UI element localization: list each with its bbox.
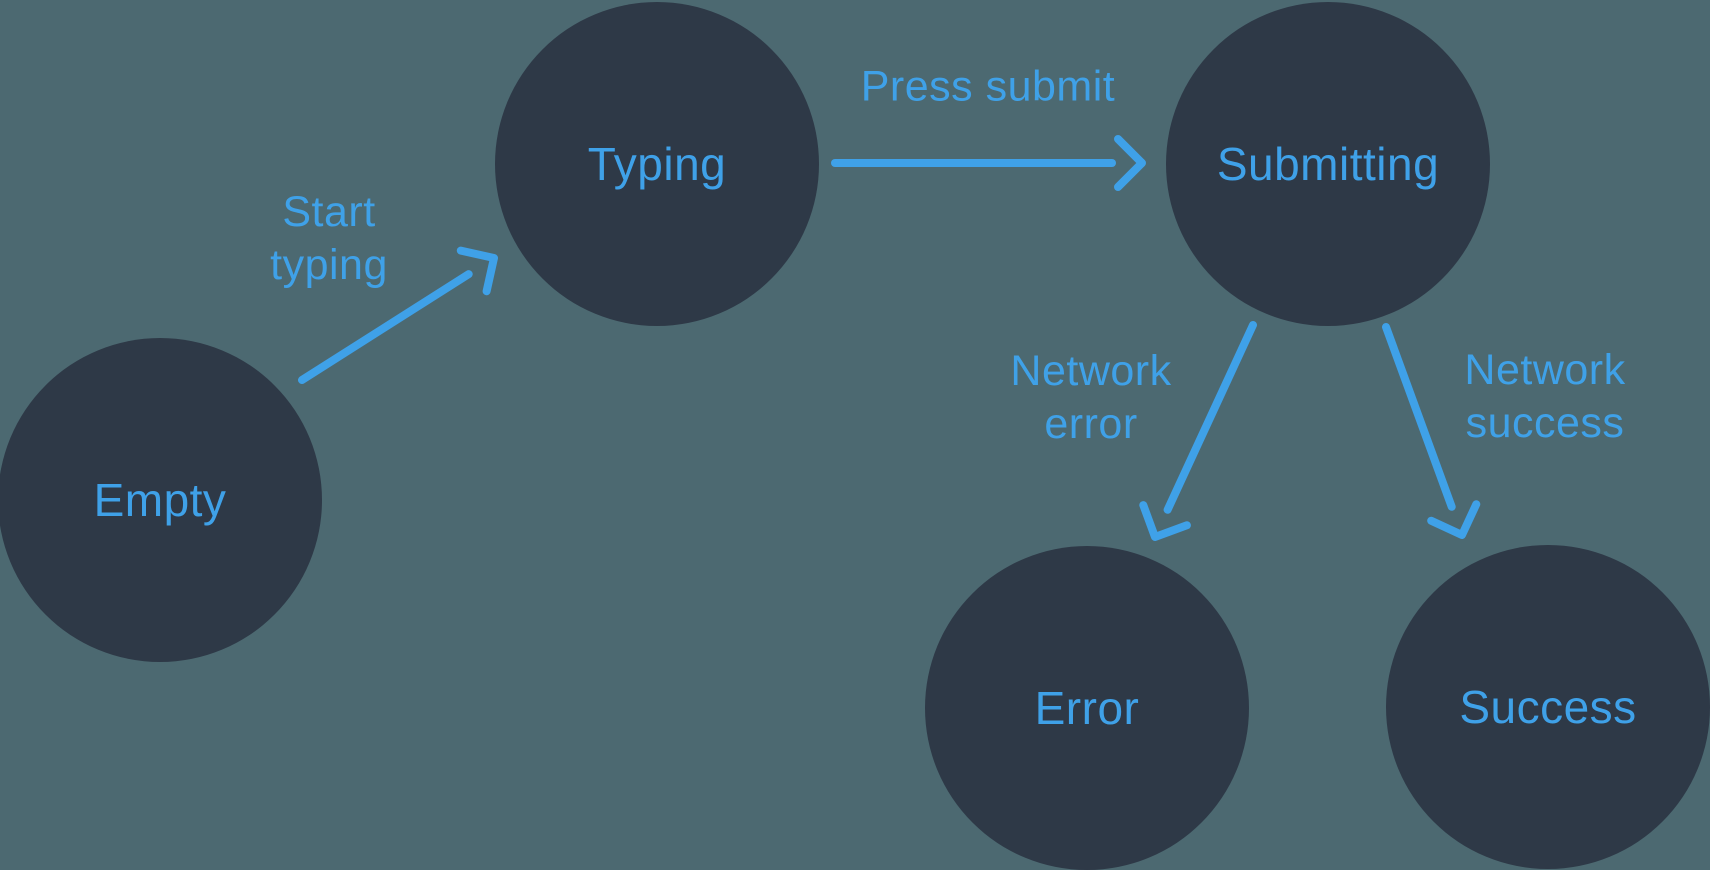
- arrowhead-icon: [1427, 500, 1481, 539]
- edge-label-line: typing: [270, 241, 388, 289]
- arrow-shaft: [1163, 321, 1257, 514]
- state-node-empty: Empty: [0, 338, 322, 662]
- arrow-shaft: [1382, 323, 1456, 511]
- state-node-submitting: Submitting: [1166, 2, 1490, 326]
- arrow-shaft: [298, 270, 473, 384]
- edge-label-line: success: [1465, 399, 1625, 447]
- state-node-label: Submitting: [1216, 138, 1440, 190]
- edge-label-line: error: [1044, 400, 1138, 448]
- edge-label-press-submit: Press submit: [861, 61, 1116, 114]
- state-node-label: Empty: [93, 474, 227, 526]
- arrow-start-typing: [298, 246, 498, 384]
- state-node-label: Success: [1459, 681, 1637, 733]
- edge-label-network-success: Network success: [1464, 344, 1625, 450]
- arrow-network-error: [1139, 321, 1257, 541]
- arrowhead-icon: [1114, 135, 1146, 191]
- arrow-press-submit: [831, 135, 1146, 191]
- state-node-typing: Typing: [495, 2, 819, 326]
- edge-label-line: Press submit: [860, 62, 1116, 111]
- edge-label-network-error: Network error: [1010, 345, 1171, 451]
- edge-label-line: Network: [1010, 347, 1172, 395]
- edge-label-start-typing: Start typing: [270, 186, 388, 292]
- edge-label-line: Network: [1464, 346, 1626, 394]
- arrowhead-icon: [456, 246, 498, 296]
- arrowhead-icon: [1139, 501, 1191, 541]
- state-node-error: Error: [925, 546, 1249, 870]
- edge-label-line: Start: [282, 188, 376, 236]
- arrow-network-success: [1382, 323, 1481, 539]
- state-node-label: Typing: [587, 138, 727, 190]
- state-node-success: Success: [1386, 545, 1710, 869]
- state-node-label: Error: [1034, 682, 1140, 734]
